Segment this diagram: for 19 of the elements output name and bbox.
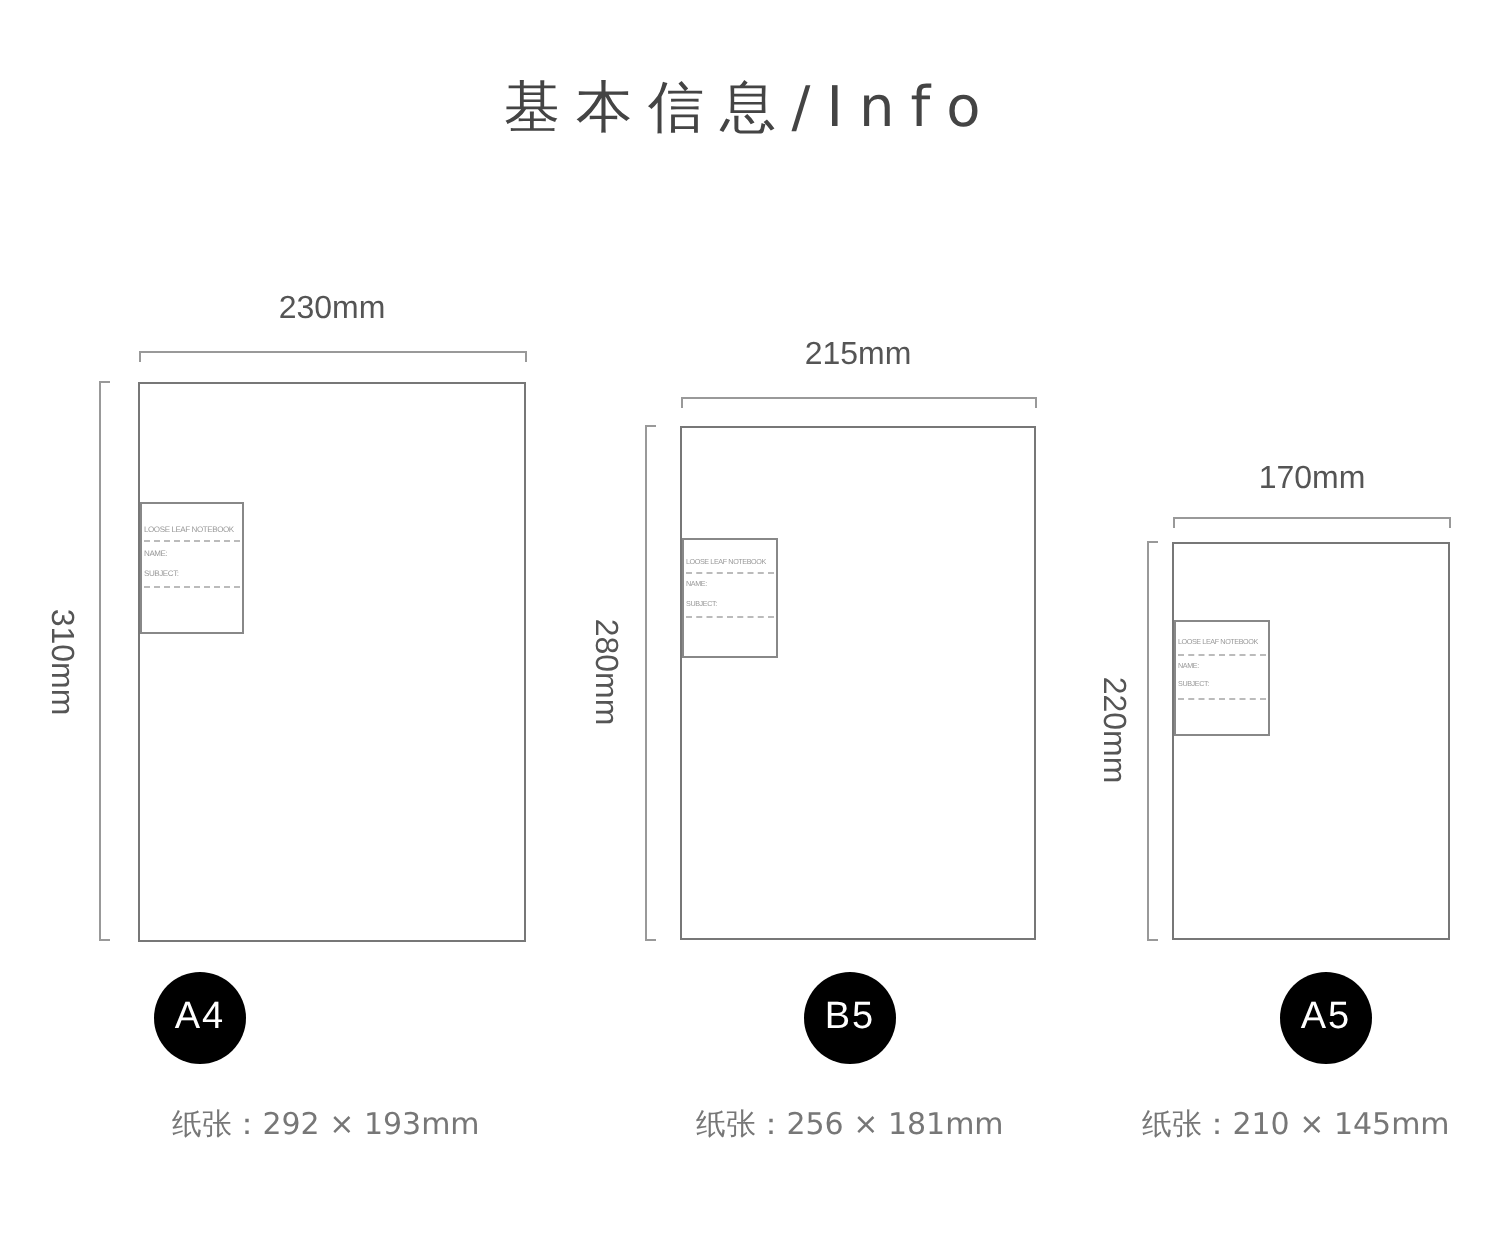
paper-size-text: 纸张：210 × 145mm: [1142, 1103, 1450, 1146]
dimension-label: 220mm: [1094, 676, 1132, 784]
paper-size-text: 纸张：292 × 193mm: [172, 1103, 480, 1146]
dimension-label: 280mm: [586, 618, 624, 726]
size-badge: A4: [154, 972, 246, 1064]
paper-size-text: 纸张：256 × 181mm: [696, 1103, 1004, 1146]
notebook-outline: [1172, 542, 1450, 940]
name-label: [682, 538, 778, 658]
dimension-label: 170mm: [1258, 460, 1366, 500]
dimension-label: 215mm: [804, 336, 912, 376]
name-label: [140, 502, 244, 634]
notebook-outline: [138, 382, 526, 942]
size-badge: B5: [804, 972, 896, 1064]
size-badge: A5: [1280, 972, 1372, 1064]
title: 基本信息/Info: [501, 72, 999, 144]
dimension-label: 310mm: [42, 608, 80, 716]
dimension-label: 230mm: [278, 290, 386, 330]
name-label: [1174, 620, 1270, 736]
notebook-outline: [680, 426, 1036, 940]
